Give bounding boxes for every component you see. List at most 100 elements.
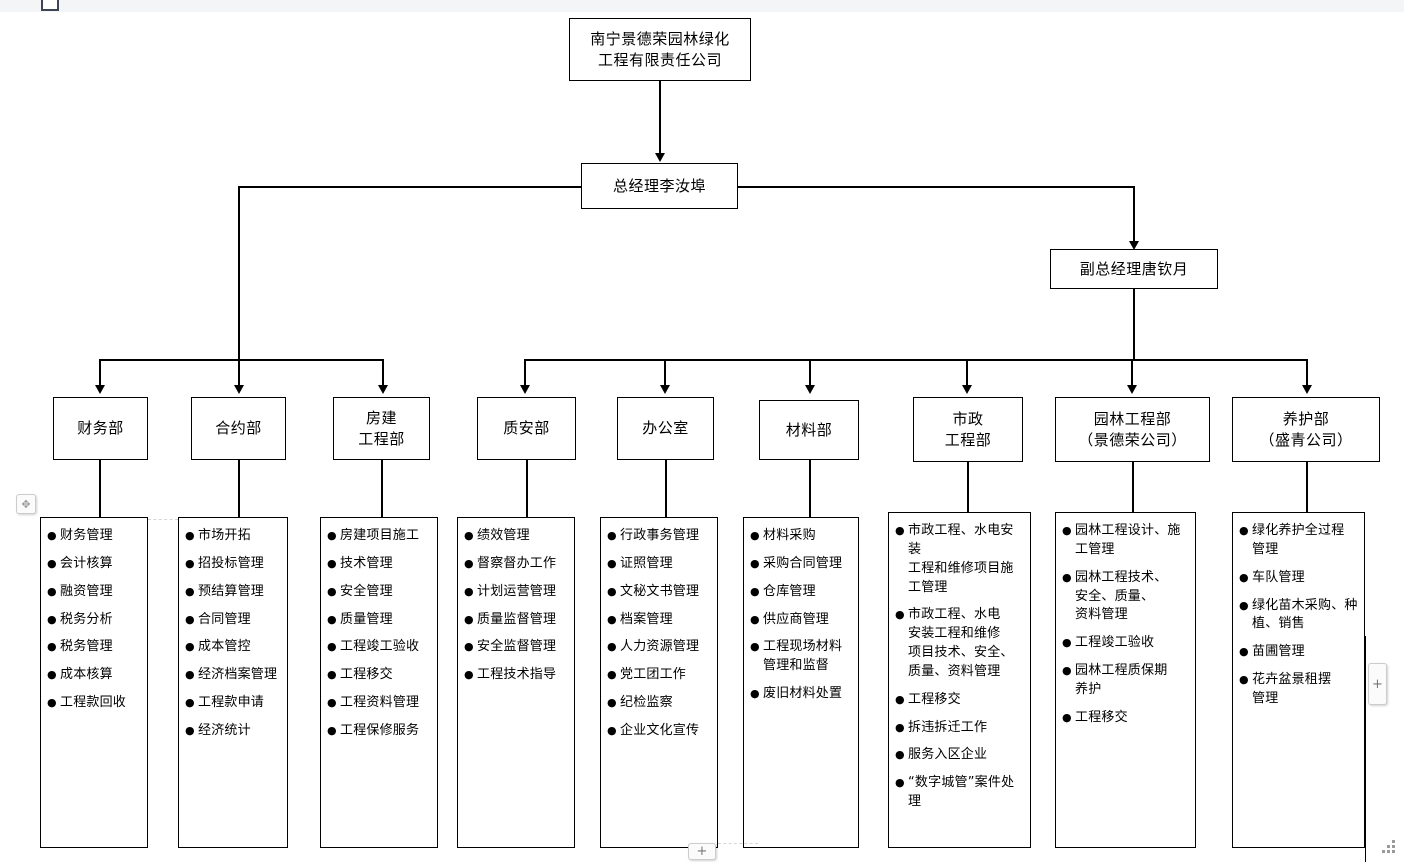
drop-quality-safety bbox=[524, 359, 526, 385]
dept-municipal-label-1: 市政 bbox=[952, 410, 984, 429]
duty-item: 工程款回收 bbox=[47, 694, 141, 713]
panel-building[interactable]: 房建项目施工 技术管理 安全管理 质量管理 工程竣工验收 工程移交 工程资料管理… bbox=[320, 517, 438, 848]
node-dept-landscape[interactable]: 园林工程部 （景德荣公司） bbox=[1055, 397, 1210, 462]
duty-item: 工程资料管理 bbox=[327, 694, 431, 713]
dept-municipal-label-2: 工程部 bbox=[944, 430, 992, 449]
duty-item: 档案管理 bbox=[607, 611, 711, 630]
move-handle-icon[interactable]: ✥ bbox=[16, 494, 36, 514]
panel-materials[interactable]: 材料采购 采购合同管理 仓库管理 供应商管理 工程现场材料 管理和监督 废旧材料… bbox=[743, 517, 859, 848]
drop-contract bbox=[238, 359, 240, 385]
node-dept-building[interactable]: 房建 工程部 bbox=[333, 397, 430, 460]
node-dept-materials[interactable]: 材料部 bbox=[759, 400, 859, 460]
drag-tab-handle[interactable] bbox=[41, 0, 59, 11]
duty-item: 仓库管理 bbox=[750, 583, 852, 602]
duty-list-quality-safety: 绩效管理 督察督办工作 计划运营管理 质量监督管理 安全监督管理 工程技术指导 bbox=[464, 527, 568, 685]
connector-gm-right bbox=[738, 186, 1134, 188]
duty-item: 企业文化宣传 bbox=[607, 722, 711, 741]
dept-maintenance-label-2: （盛青公司） bbox=[1259, 430, 1353, 449]
duty-item: 工程款申请 bbox=[185, 694, 281, 713]
link-maintenance-list bbox=[1306, 462, 1308, 518]
duty-item: 车队管理 bbox=[1239, 569, 1358, 588]
node-company[interactable]: 南宁景德荣园林绿化 工程有限责任公司 bbox=[569, 18, 751, 81]
resize-corner-icon[interactable] bbox=[1382, 840, 1396, 854]
duty-item: 安全管理 bbox=[327, 583, 431, 602]
node-dept-municipal[interactable]: 市政 工程部 bbox=[913, 397, 1023, 462]
drop-finance bbox=[99, 359, 101, 385]
deputy-title: 副总经理唐钦月 bbox=[1079, 259, 1189, 278]
bus-right-group bbox=[524, 359, 1307, 361]
duty-item: 工程移交 bbox=[327, 666, 431, 685]
duty-item: 采购合同管理 bbox=[750, 555, 852, 574]
duty-item: 证照管理 bbox=[607, 555, 711, 574]
link-finance-list bbox=[99, 460, 101, 518]
duty-item: 拆违拆迁工作 bbox=[895, 719, 1024, 738]
duty-item: 会计核算 bbox=[47, 555, 141, 574]
duty-item: 融资管理 bbox=[47, 583, 141, 602]
duty-item: 纪检监察 bbox=[607, 694, 711, 713]
dept-contract-label: 合约部 bbox=[215, 419, 262, 438]
arrowhead-materials bbox=[805, 385, 815, 394]
arrowhead-quality-safety bbox=[520, 385, 530, 394]
gm-title: 总经理李汝埠 bbox=[612, 176, 706, 195]
dept-landscape-label-1: 园林工程部 bbox=[1093, 410, 1172, 429]
link-materials-list bbox=[809, 460, 811, 518]
arrowhead-deputy bbox=[1129, 241, 1139, 250]
node-general-manager[interactable]: 总经理李汝埠 bbox=[581, 163, 738, 209]
dept-landscape-label-2: （景德荣公司） bbox=[1078, 430, 1187, 449]
duty-list-contract: 市场开拓 招投标管理 预结算管理 合同管理 成本管控 经济档案管理 工程款申请 … bbox=[185, 527, 281, 741]
panel-landscape[interactable]: 园林工程设计、施 工管理 园林工程技术、 安全、质量、 资料管理 工程竣工验收 … bbox=[1055, 512, 1196, 848]
duty-item: 工程移交 bbox=[895, 691, 1024, 710]
node-dept-finance[interactable]: 财务部 bbox=[53, 397, 148, 460]
duty-item: 绿化养护全过程 管理 bbox=[1239, 522, 1358, 560]
connector-deputy-drop bbox=[1133, 186, 1135, 241]
duty-item: 市政工程、水电安装 工程和维修项目施 工管理 bbox=[895, 522, 1024, 597]
panel-office[interactable]: 行政事务管理 证照管理 文秘文书管理 档案管理 人力资源管理 党工团工作 纪检监… bbox=[600, 517, 718, 848]
drop-landscape bbox=[1131, 359, 1133, 385]
duty-list-landscape: 园林工程设计、施 工管理 园林工程技术、 安全、质量、 资料管理 工程竣工验收 … bbox=[1062, 522, 1189, 728]
duty-item: 园林工程设计、施 工管理 bbox=[1062, 522, 1189, 560]
duty-list-materials: 材料采购 采购合同管理 仓库管理 供应商管理 工程现场材料 管理和监督 废旧材料… bbox=[750, 527, 852, 704]
duty-item: 工程保修服务 bbox=[327, 722, 431, 741]
arrowhead-contract bbox=[234, 385, 244, 394]
duty-item: 税务分析 bbox=[47, 611, 141, 630]
panel-municipal[interactable]: 市政工程、水电安装 工程和维修项目施 工管理 市政工程、水电 安装工程和维修 项… bbox=[888, 512, 1031, 848]
duty-item: 市场开拓 bbox=[185, 527, 281, 546]
node-dept-quality-safety[interactable]: 质安部 bbox=[477, 397, 576, 460]
dept-building-label-1: 房建 bbox=[365, 409, 397, 428]
bus-left-group bbox=[99, 359, 384, 361]
node-dept-contract[interactable]: 合约部 bbox=[191, 397, 286, 460]
node-deputy-general-manager[interactable]: 副总经理唐钦月 bbox=[1050, 249, 1218, 289]
node-dept-maintenance[interactable]: 养护部 （盛青公司） bbox=[1232, 397, 1380, 462]
company-name-line2: 工程有限责任公司 bbox=[597, 50, 722, 69]
dept-finance-label: 财务部 bbox=[77, 419, 124, 438]
connector-gm-left-drop bbox=[238, 186, 240, 360]
panel-quality-safety[interactable]: 绩效管理 督察督办工作 计划运营管理 质量监督管理 安全监督管理 工程技术指导 bbox=[457, 517, 575, 848]
panel-maintenance[interactable]: 绿化养护全过程 管理 车队管理 绿化苗木采购、种 植、销售 苗圃管理 花卉盆景租… bbox=[1232, 512, 1365, 848]
arrowhead-maintenance bbox=[1302, 385, 1312, 394]
duty-item: 经济统计 bbox=[185, 722, 281, 741]
add-row-button[interactable]: + bbox=[688, 843, 716, 860]
panel-contract[interactable]: 市场开拓 招投标管理 预结算管理 合同管理 成本管控 经济档案管理 工程款申请 … bbox=[178, 517, 288, 848]
add-column-button[interactable]: + bbox=[1368, 663, 1387, 705]
top-strip bbox=[0, 0, 1404, 12]
guide-line-top bbox=[148, 519, 178, 520]
duty-item: 行政事务管理 bbox=[607, 527, 711, 546]
link-building-list bbox=[381, 460, 383, 518]
dept-building-label-2: 工程部 bbox=[358, 429, 405, 448]
node-dept-office[interactable]: 办公室 bbox=[617, 397, 714, 460]
duty-item: 工程移交 bbox=[1062, 709, 1189, 728]
duty-item: 安全监督管理 bbox=[464, 638, 568, 657]
duty-item: 预结算管理 bbox=[185, 583, 281, 602]
duty-item: 工程现场材料 管理和监督 bbox=[750, 638, 852, 676]
duty-item: 绿化苗木采购、种 植、销售 bbox=[1239, 597, 1358, 635]
duty-item: 招投标管理 bbox=[185, 555, 281, 574]
link-contract-list bbox=[238, 460, 240, 518]
divider-right-edge bbox=[1365, 636, 1366, 862]
duty-item: 花卉盆景租摆 管理 bbox=[1239, 671, 1358, 709]
link-landscape-list bbox=[1132, 462, 1134, 518]
duty-item: 市政工程、水电 安装工程和维修 项目技术、安全、 质量、资料管理 bbox=[895, 606, 1024, 681]
drop-office bbox=[664, 359, 666, 385]
duty-item: 文秘文书管理 bbox=[607, 583, 711, 602]
panel-finance[interactable]: 财务管理 会计核算 融资管理 税务分析 税务管理 成本核算 工程款回收 bbox=[40, 517, 148, 848]
drop-municipal bbox=[966, 359, 968, 385]
